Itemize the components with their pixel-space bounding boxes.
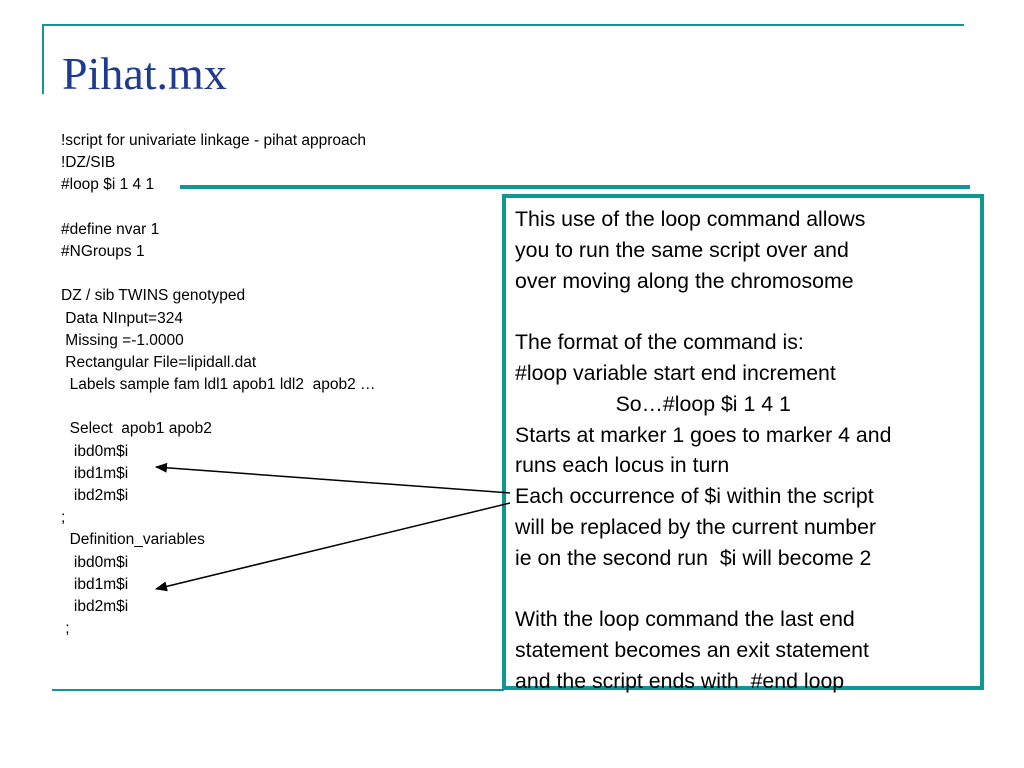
- script-line: Select apob1 apob2: [61, 420, 212, 438]
- script-line: ibd2m$i: [61, 597, 129, 615]
- script-line: !DZ/SIB: [61, 154, 116, 172]
- slide-title: Pihat.mx: [62, 48, 227, 99]
- script-line: !script for univariate linkage - pihat a…: [61, 132, 366, 149]
- note-line: The format of the command is:: [515, 330, 804, 355]
- note-line: will be replaced by the current number: [515, 514, 877, 539]
- script-line: #define nvar 1: [61, 220, 160, 238]
- note-line: #loop variable start end increment: [515, 360, 836, 385]
- left-rule: [42, 24, 44, 94]
- note-line: [515, 574, 980, 605]
- script-line: ibd0m$i: [61, 442, 129, 460]
- script-line: ibd2m$i: [61, 487, 129, 504]
- note-line: you to run the same script over and: [515, 237, 849, 262]
- loop-explanation-box: This use of the loop command allows you t…: [502, 194, 984, 693]
- script-line: ;: [61, 509, 66, 527]
- script-line: ibd1m$i: [61, 464, 129, 482]
- note-line: Each occurrence of $i within the script: [515, 484, 874, 509]
- note-line: Starts at marker 1 goes to marker 4 and: [515, 422, 892, 447]
- note-line: over moving along the chromosome: [515, 268, 854, 293]
- bottom-rule: [52, 689, 504, 691]
- note-line: So…#loop $i 1 4 1: [515, 391, 791, 416]
- script-line: #NGroups 1: [61, 242, 145, 260]
- note-line: ie on the second run $i will become 2: [515, 545, 872, 570]
- note-line: statement becomes an exit statement: [515, 638, 869, 663]
- script-line: Missing =-1.0000: [61, 331, 184, 349]
- note-line: runs each locus in turn: [515, 453, 730, 478]
- script-line: DZ / sib TWINS genotyped: [61, 287, 246, 305]
- script-line: [61, 197, 376, 219]
- script-line: Rectangular File=lipidall.dat: [61, 353, 257, 371]
- top-rule: [42, 24, 964, 26]
- script-line: Data NInput=324: [61, 309, 183, 327]
- script-line: Labels sample fam ldl1 apob1 ldl2 apob2 …: [61, 376, 376, 394]
- script-listing: !script for univariate linkage - pihat a…: [61, 130, 376, 640]
- note-line: and the script ends with #end loop: [515, 668, 845, 693]
- script-line: ;: [61, 620, 70, 638]
- divider-rule: [180, 185, 970, 189]
- note-line: [515, 296, 980, 327]
- script-line: ibd0m$i: [61, 553, 129, 571]
- script-line: #loop $i 1 4 1: [61, 176, 155, 194]
- script-line: Definition_variables: [61, 531, 205, 549]
- note-line: With the loop command the last end: [515, 607, 855, 632]
- script-line: [61, 396, 376, 418]
- script-line: ibd1m$i: [61, 575, 129, 593]
- script-line: [61, 263, 376, 285]
- note-line: This use of the loop command allows: [515, 207, 866, 231]
